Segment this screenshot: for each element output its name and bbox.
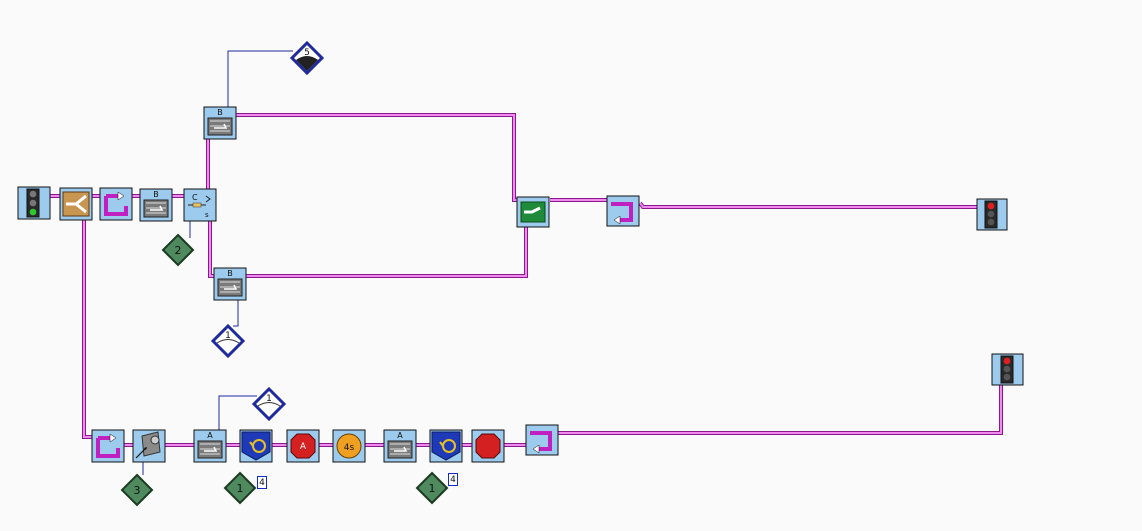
data-wires <box>142 50 293 475</box>
svg-text:1: 1 <box>237 482 244 495</box>
container-2-icon[interactable]: 2 <box>161 233 195 267</box>
svg-text:B: B <box>217 108 223 117</box>
switch-port-label: C <box>192 193 198 202</box>
svg-text:2: 2 <box>175 244 182 257</box>
port-number-4-a[interactable]: 4 <box>257 476 267 489</box>
loop-start-icon[interactable] <box>99 187 133 221</box>
motor-block-b-top[interactable]: B <box>203 106 237 140</box>
switch-block-c[interactable]: C s <box>183 188 217 222</box>
loop-end-icon[interactable] <box>606 195 640 227</box>
motor-port-label: B <box>153 190 159 199</box>
loop-start-icon-lower[interactable] <box>91 429 125 463</box>
sequence-wires <box>50 113 1003 447</box>
svg-text:1: 1 <box>429 482 436 495</box>
container-3-icon[interactable]: 3 <box>120 473 154 507</box>
sensor-block-icon[interactable] <box>132 429 166 463</box>
svg-text:B: B <box>227 269 233 278</box>
fork-block-icon[interactable] <box>59 187 93 221</box>
container-1-icon-mid[interactable]: 1 <box>210 323 246 359</box>
stop-block-2[interactable] <box>471 429 505 463</box>
container-1-green-b[interactable]: 1 <box>415 471 449 505</box>
container-5-icon[interactable]: 5 <box>289 40 325 76</box>
container-1-icon-lower[interactable]: 1 <box>251 386 287 422</box>
svg-text:s: s <box>205 211 209 219</box>
svg-text:5: 5 <box>304 48 310 58</box>
motor-block-b-bottom[interactable]: B <box>213 267 247 301</box>
start-traffic-light-icon[interactable] <box>17 186 51 220</box>
timer-block[interactable]: 4s <box>332 429 366 463</box>
svg-text:4s: 4s <box>344 443 355 453</box>
svg-text:3: 3 <box>134 484 141 497</box>
merge-block-icon[interactable] <box>516 196 550 228</box>
svg-text:1: 1 <box>225 331 231 341</box>
rotation-sensor-1[interactable] <box>239 429 273 463</box>
svg-text:A: A <box>397 431 403 440</box>
end-traffic-light-icon[interactable] <box>976 198 1008 231</box>
svg-text:A: A <box>300 442 307 452</box>
motor-block-b[interactable]: B <box>139 188 173 222</box>
stop-block-a-1[interactable]: A <box>286 429 320 463</box>
rotation-sensor-2[interactable] <box>429 429 463 463</box>
container-1-green-a[interactable]: 1 <box>223 471 257 505</box>
end-traffic-light-icon-lower[interactable] <box>991 353 1024 386</box>
motor-block-a-2[interactable]: A <box>383 429 417 463</box>
loop-end-icon-lower[interactable] <box>525 424 559 456</box>
port-number-4-b[interactable]: 4 <box>448 473 458 486</box>
svg-text:A: A <box>207 431 213 440</box>
svg-text:1: 1 <box>266 394 272 404</box>
motor-block-a-1[interactable]: A <box>193 429 227 463</box>
